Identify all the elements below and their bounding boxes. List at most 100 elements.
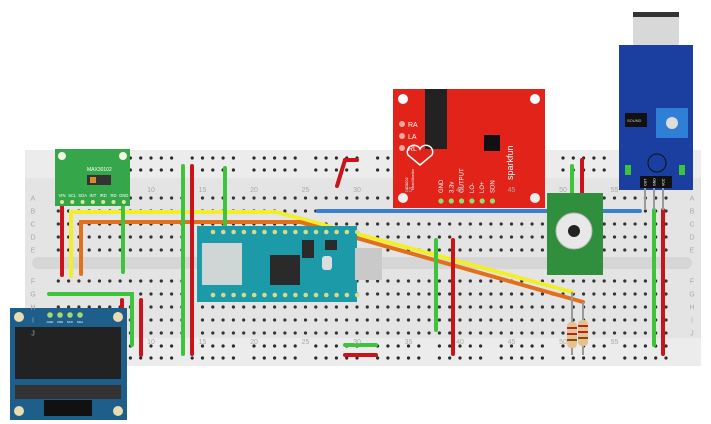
breadboard-hole xyxy=(417,279,421,283)
breadboard-hole xyxy=(67,279,71,283)
breadboard-hole xyxy=(633,318,637,322)
breadboard-hole xyxy=(396,318,400,322)
breadboard-hole xyxy=(509,222,514,226)
breadboard-hole xyxy=(509,248,514,252)
power-rail-hole xyxy=(211,356,215,360)
power-rail-hole xyxy=(252,344,256,348)
breadboard-hole xyxy=(149,305,153,309)
power-rail-hole xyxy=(499,356,503,360)
breadboard-hole xyxy=(520,305,524,309)
breadboard-hole xyxy=(345,318,349,322)
breadboard-hole xyxy=(417,305,421,309)
nano-pin xyxy=(293,292,298,298)
breadboard-hole xyxy=(448,331,452,335)
sound-pin-label: OUT xyxy=(644,178,648,186)
nano-pin xyxy=(210,229,216,235)
breadboard-hole xyxy=(489,222,493,226)
breadboard-hole xyxy=(509,235,514,239)
breadboard-hole xyxy=(314,196,318,200)
breadboard-hole xyxy=(273,196,277,200)
breadboard-hole xyxy=(221,331,225,335)
breadboard-hole xyxy=(376,331,380,335)
breadboard-hole xyxy=(479,305,483,309)
power-rail-hole xyxy=(283,156,287,160)
breadboard-hole xyxy=(520,292,524,296)
power-rail-hole xyxy=(190,356,194,360)
power-rail-hole xyxy=(509,344,514,348)
power-rail-hole xyxy=(520,356,524,360)
power-rail-hole xyxy=(283,344,287,348)
microcontroller-chip xyxy=(270,255,300,285)
breadboard-hole xyxy=(540,248,545,252)
ad8232-subtitle: Heart Monitor xyxy=(411,168,415,190)
breadboard-hole xyxy=(283,318,287,322)
power-rail-hole xyxy=(190,156,194,160)
ir-temperature-sensor xyxy=(547,193,603,275)
breadboard-hole xyxy=(345,196,349,200)
column-number: 25 xyxy=(302,187,310,194)
breadboard-hole xyxy=(108,279,112,283)
nano-pin xyxy=(313,292,319,298)
power-rail-hole xyxy=(633,344,637,348)
breadboard-hole xyxy=(149,248,153,252)
nano-pin xyxy=(354,229,360,235)
power-rail-hole xyxy=(355,168,359,172)
breadboard-hole xyxy=(468,279,472,283)
breadboard-hole xyxy=(520,235,524,239)
max30102-pin xyxy=(111,200,116,204)
power-rail-hole xyxy=(386,344,390,348)
usb-connector xyxy=(355,248,382,280)
breadboard-hole xyxy=(149,318,153,322)
breadboard-hole xyxy=(479,248,483,252)
power-rail-hole xyxy=(293,156,297,160)
power-rail-hole xyxy=(602,356,606,360)
power-rail-hole xyxy=(561,344,565,348)
power-rail-hole xyxy=(283,168,287,172)
power-rail-hole xyxy=(273,356,277,360)
breadboard-hole xyxy=(314,331,318,335)
breadboard-hole xyxy=(664,279,668,283)
breadboard-hole xyxy=(252,305,256,309)
row-letter: B xyxy=(690,209,695,216)
breadboard-hole xyxy=(582,292,586,296)
electrode-label: RA xyxy=(408,122,418,129)
power-rail-hole xyxy=(221,156,225,160)
breadboard-hole xyxy=(314,318,318,322)
power-rail-hole xyxy=(643,356,648,360)
column-number: 10 xyxy=(147,339,155,346)
breadboard-hole xyxy=(200,318,205,322)
breadboard-hole xyxy=(664,292,668,296)
breadboard-hole xyxy=(612,305,617,309)
breadboard-hole xyxy=(417,331,421,335)
max30102-pin xyxy=(70,200,75,204)
column-number: 45 xyxy=(508,187,516,194)
power-rail-hole xyxy=(139,356,143,360)
power-rail-hole xyxy=(458,344,462,348)
column-number: 35 xyxy=(405,339,413,346)
breadboard-hole xyxy=(67,305,71,309)
breadboard-hole xyxy=(623,305,627,309)
breadboard-hole xyxy=(386,279,390,283)
breadboard-hole xyxy=(170,292,174,296)
max30102-pin-label: SCL xyxy=(68,193,77,198)
breadboard-hole xyxy=(396,292,400,296)
breadboard-hole xyxy=(242,196,246,200)
oled-pin xyxy=(67,312,73,318)
breadboard-hole xyxy=(612,235,617,239)
electrode-label: LA xyxy=(408,134,417,141)
breadboard-hole xyxy=(643,222,648,226)
breadboard-hole xyxy=(97,235,102,239)
breadboard-hole xyxy=(592,305,596,309)
breadboard-hole xyxy=(437,235,441,239)
power-rail-hole xyxy=(664,344,668,348)
breadboard-hole xyxy=(479,279,483,283)
power-rail-hole xyxy=(334,168,338,172)
breadboard-hole xyxy=(643,279,648,283)
breadboard-hole xyxy=(200,196,205,200)
nano-pin xyxy=(344,292,350,298)
breadboard-hole xyxy=(139,235,143,239)
column-number: 40 xyxy=(456,339,464,346)
